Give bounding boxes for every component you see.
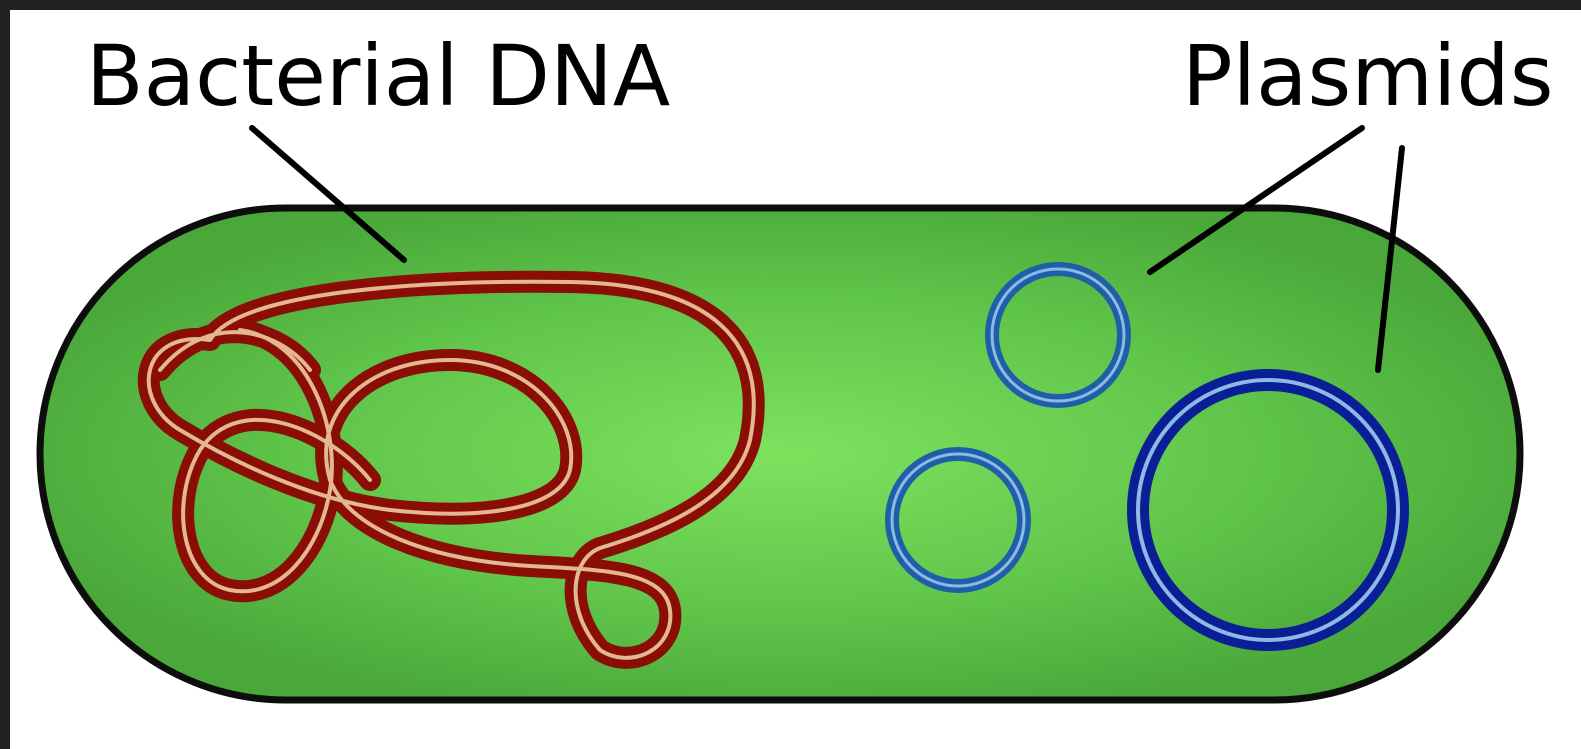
plasmids-label: Plasmids: [1182, 27, 1553, 125]
bacterial-dna-label: Bacterial DNA: [86, 27, 670, 125]
diagram-frame: Bacterial DNA Plasmids: [10, 10, 1581, 749]
bacterium-diagram: Bacterial DNA Plasmids: [10, 10, 1581, 749]
